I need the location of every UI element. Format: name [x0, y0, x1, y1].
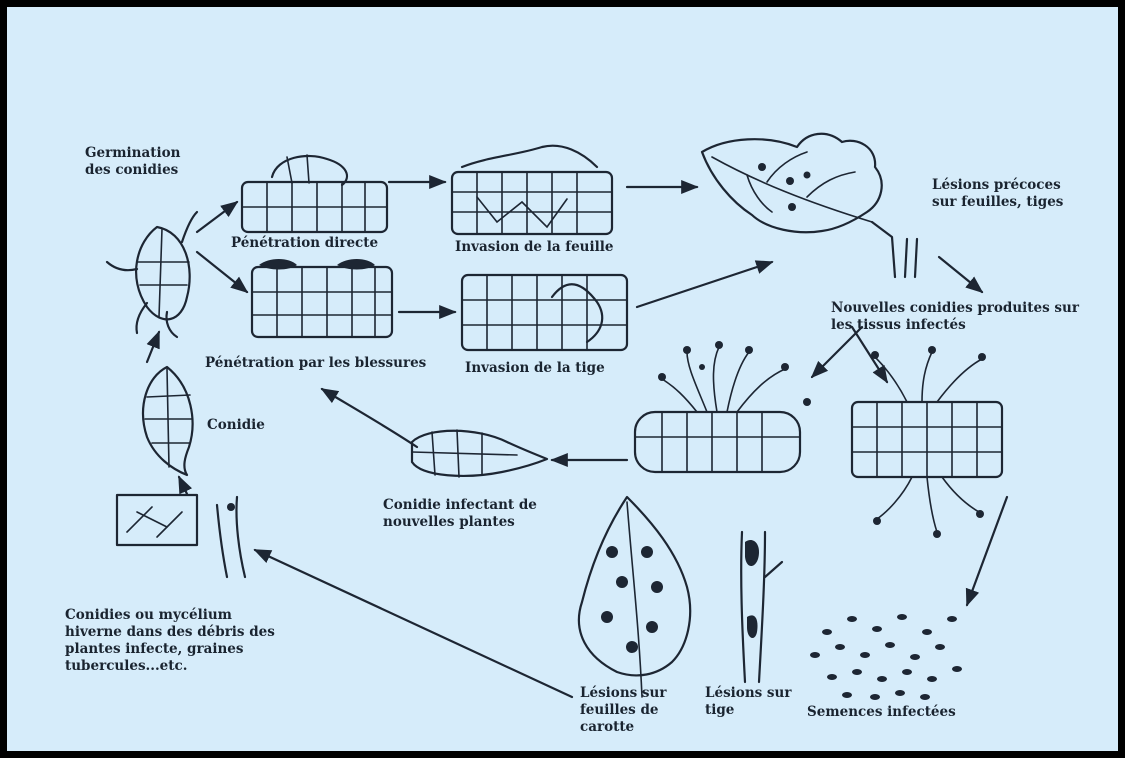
wound-penetration-cells [252, 259, 392, 337]
direct-penetration-cells [242, 155, 387, 232]
overwintering-debris-drawing [117, 495, 245, 577]
infected-leaf-drawing [702, 134, 917, 277]
label-penetration-directe: Pénétration directe [231, 235, 378, 252]
carrot-leaf-lesions-drawing [579, 497, 690, 697]
leaf-invasion-cells [452, 146, 612, 234]
label-penetration-blessures: Pénétration par les blessures [205, 355, 426, 372]
conidia-tuft-drawing [635, 341, 811, 472]
infected-seeds-drawing [810, 614, 962, 700]
germinating-conidium-drawing [107, 212, 197, 337]
infecting-conidium-drawing [412, 430, 547, 477]
label-conidie: Conidie [207, 417, 265, 434]
stem-invasion-cells [462, 275, 627, 350]
sporulating-tissue-drawing [852, 346, 1002, 538]
label-invasion-feuille: Invasion de la feuille [455, 239, 613, 256]
conidium-drawing [143, 367, 192, 475]
label-semences: Semences infectées [807, 704, 956, 721]
stem-lesion-drawing [741, 532, 782, 682]
label-invasion-tige: Invasion de la tige [465, 360, 605, 377]
